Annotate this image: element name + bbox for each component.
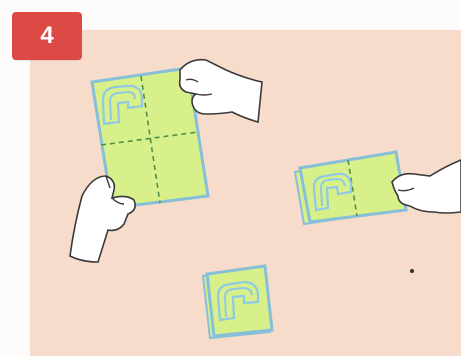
right-hand-top <box>178 58 263 124</box>
half-folded-sheet <box>293 150 408 226</box>
quarter-folded-sheet <box>201 264 274 340</box>
right-hand-middle <box>391 159 461 214</box>
pencil-dot <box>410 269 414 273</box>
motif-inner-line-3 <box>223 286 253 318</box>
step-number: 4 <box>40 22 54 49</box>
step-number-badge: 4 <box>12 12 82 60</box>
fold-line-half <box>347 159 358 217</box>
fold-line-horizontal <box>100 131 199 146</box>
motif-inner-line-2 <box>319 177 346 207</box>
quarter-folded-paper <box>205 264 274 338</box>
left-hand-bottom <box>69 175 136 263</box>
motif-inner-line <box>108 90 136 121</box>
fold-line-vertical <box>140 75 161 204</box>
open-paper-sheet <box>90 66 210 210</box>
